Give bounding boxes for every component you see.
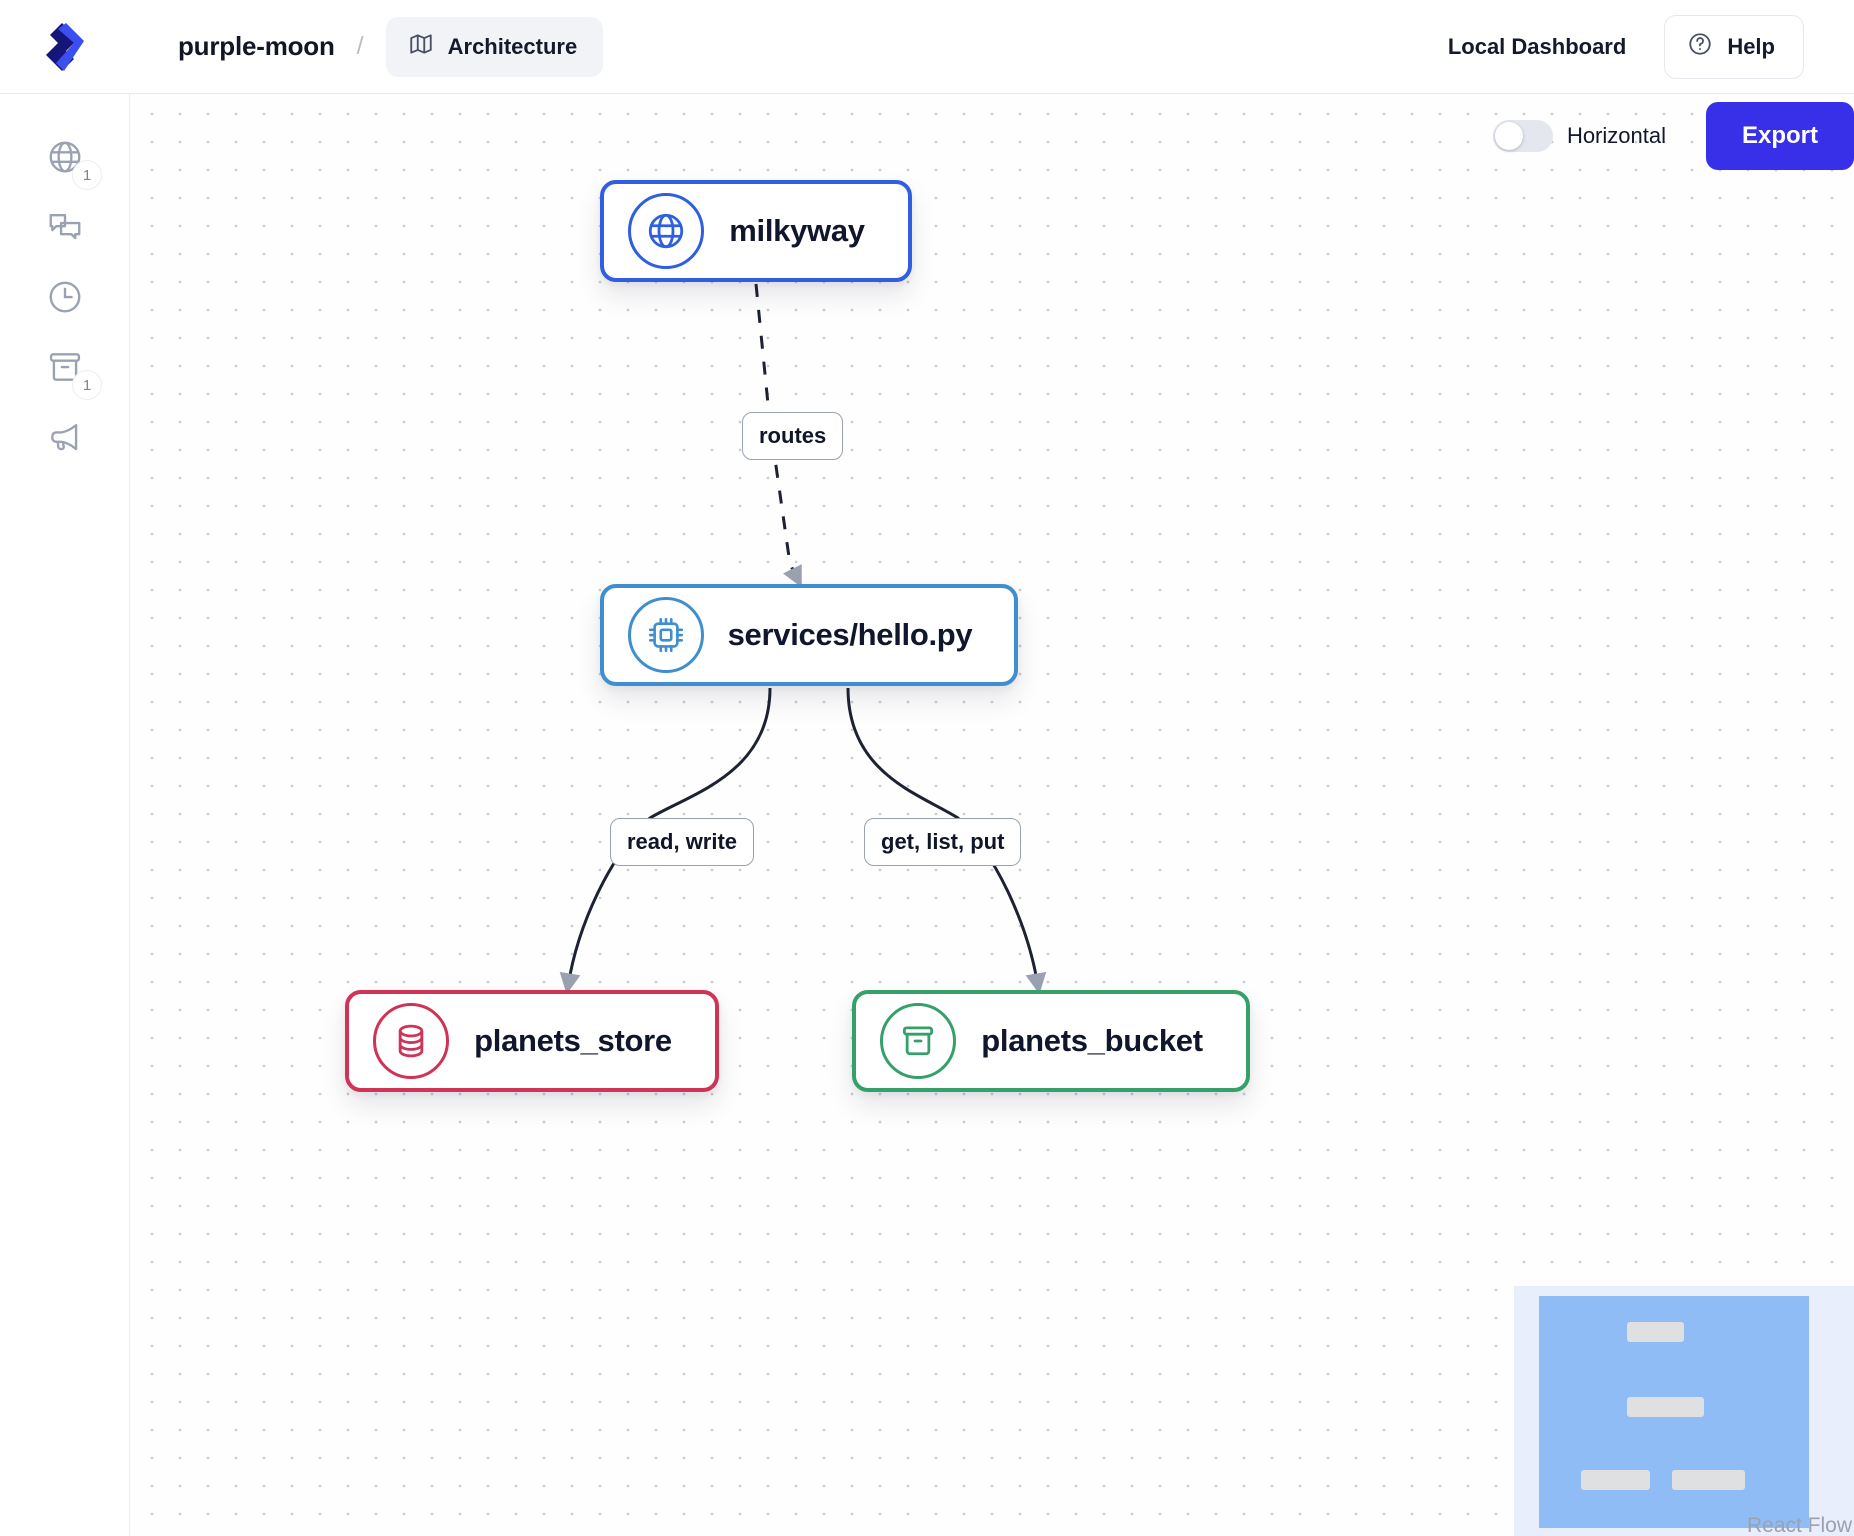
database-icon — [373, 1003, 449, 1079]
brand-logo[interactable] — [0, 0, 130, 94]
sidebar-badge-globe: 1 — [72, 160, 102, 190]
sidebar-badge-storage: 1 — [72, 370, 102, 400]
edge-label-get-list-put[interactable]: get, list, put — [864, 818, 1022, 866]
help-button[interactable]: Help — [1664, 14, 1804, 79]
left-sidebar: 1 1 — [0, 94, 130, 1536]
edge-label-read-write[interactable]: read, write — [610, 818, 755, 866]
graph-edges — [559, 283, 1047, 995]
sidebar-item-storage[interactable]: 1 — [0, 334, 130, 404]
edge-label-routes[interactable]: routes — [742, 412, 844, 460]
minimap-node-bucket — [1672, 1470, 1745, 1490]
node-planets-bucket-label: planets_bucket — [981, 1023, 1203, 1058]
brand-logo-icon — [46, 22, 84, 71]
clock-icon — [46, 278, 84, 321]
help-button-label: Help — [1727, 33, 1775, 59]
question-circle-icon — [1687, 31, 1713, 63]
horizontal-toggle-label: Horizontal — [1566, 123, 1666, 148]
chat-bubbles-icon — [46, 208, 84, 251]
node-planets-store[interactable]: planets_store — [345, 990, 719, 1092]
node-milkyway[interactable]: milkyway — [600, 180, 912, 282]
export-button[interactable]: Export — [1705, 102, 1854, 170]
horizontal-layout-toggle[interactable] — [1492, 120, 1553, 152]
globe-icon — [46, 138, 84, 181]
react-flow-watermark[interactable]: React Flow — [1746, 1514, 1852, 1536]
minimap-node-service — [1627, 1397, 1704, 1417]
breadcrumb-separator: / — [356, 32, 364, 60]
node-service[interactable]: services/hello.py — [600, 584, 1018, 686]
cpu-chip-icon — [628, 597, 704, 673]
megaphone-icon — [46, 418, 84, 461]
architecture-canvas[interactable]: Horizontal Export milkyway — [130, 94, 1854, 1536]
edge-get-list-put — [846, 687, 1047, 995]
globe-icon — [628, 193, 704, 269]
local-dashboard-label: Local Dashboard — [1447, 33, 1627, 59]
toggle-knob — [1494, 122, 1523, 150]
node-planets-bucket[interactable]: planets_bucket — [852, 990, 1250, 1092]
canvas-controls: Horizontal Export — [1492, 102, 1854, 170]
map-icon — [408, 31, 434, 63]
sidebar-item-history[interactable] — [0, 264, 130, 334]
minimap-node-milkyway — [1627, 1322, 1684, 1342]
bucket-icon — [880, 1003, 956, 1079]
sidebar-item-messages[interactable] — [0, 194, 130, 264]
edge-routes — [754, 283, 802, 588]
sidebar-item-globe[interactable]: 1 — [0, 124, 130, 194]
tab-architecture-label: Architecture — [447, 33, 578, 59]
sidebar-item-announcements[interactable] — [0, 404, 130, 474]
tab-architecture[interactable]: Architecture — [385, 16, 604, 77]
node-planets-store-label: planets_store — [474, 1023, 672, 1058]
breadcrumb: purple-moon / Architecture — [130, 16, 604, 77]
minimap[interactable] — [1514, 1286, 1854, 1536]
top-header-bar: purple-moon / Architecture Local Dashboa… — [0, 0, 1854, 94]
minimap-node-store — [1581, 1470, 1650, 1490]
edge-read-write — [559, 687, 772, 995]
project-name[interactable]: purple-moon — [178, 31, 335, 61]
node-service-label: services/hello.py — [727, 617, 973, 652]
node-milkyway-label: milkyway — [729, 213, 865, 248]
